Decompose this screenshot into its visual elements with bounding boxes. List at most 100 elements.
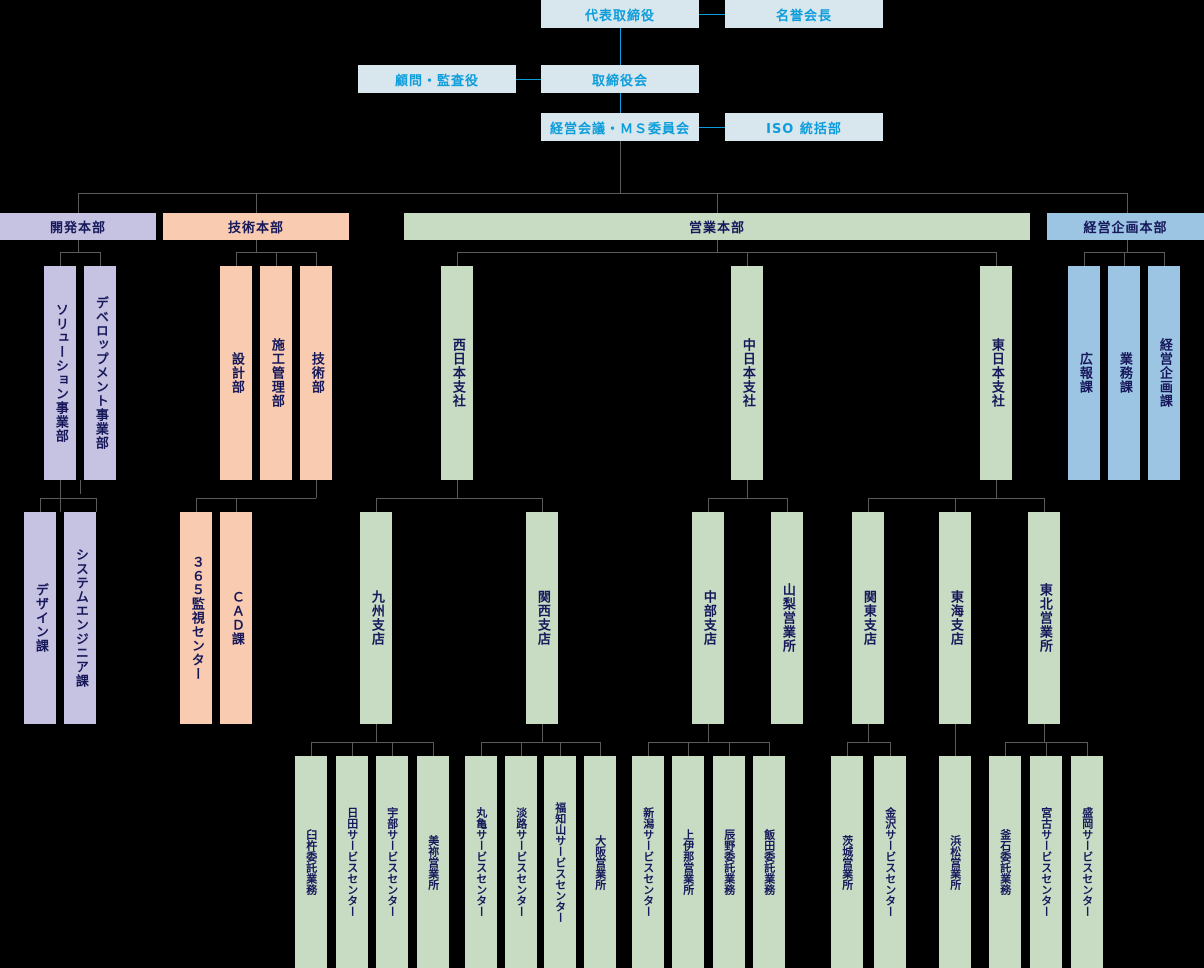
unit-kyushu-branch[interactable]: 九州支店 xyxy=(360,512,392,724)
connector-dev-r3-bus xyxy=(40,498,96,499)
connector-chubu-down xyxy=(708,724,709,742)
office-osaka[interactable]: 大阪営業所 xyxy=(584,756,616,968)
connector-tech-down xyxy=(256,240,257,252)
office-usuki[interactable]: 臼杵委託業務 xyxy=(295,756,327,968)
unit-yamanashi-office[interactable]: 山梨営業所 xyxy=(771,512,803,724)
connector-central-drop-chubu xyxy=(708,498,709,512)
office-kamiina[interactable]: 上伊那営業所 xyxy=(672,756,704,968)
connector-dev-bus xyxy=(60,252,100,253)
connector-tech-drop-0 xyxy=(236,252,237,266)
unit-west-japan-branch[interactable]: 西日本支社 xyxy=(441,266,473,480)
office-fukuchiyama[interactable]: 福知山サービスセンター xyxy=(544,756,576,968)
connector-kansai-bus xyxy=(481,742,600,743)
connector-kansai-down xyxy=(542,724,543,742)
office-kanazawa[interactable]: 金沢サービスセンター xyxy=(874,756,906,968)
office-kamaishi[interactable]: 釜石委託業務 xyxy=(989,756,1021,968)
connector-kyushu-drop-0 xyxy=(311,742,312,756)
connector-dev-drop-1 xyxy=(100,252,101,266)
connector-planning-drop-2 xyxy=(1164,252,1165,266)
division-header-sales[interactable]: 営業本部 xyxy=(404,213,1030,240)
connector-sales-down xyxy=(717,240,718,252)
connector-tech-r3-bus xyxy=(196,498,316,499)
unit-kansai-branch[interactable]: 関西支店 xyxy=(526,512,558,724)
connector-west-drop-kyushu xyxy=(376,498,377,512)
connector-drop-planning xyxy=(1127,193,1128,213)
connector-dev-r3-drop-1 xyxy=(40,498,41,512)
exec-box-ceo[interactable]: 代表取締役 xyxy=(541,0,699,28)
connector-kansai-drop-3 xyxy=(600,742,601,756)
connector-east-drop-kanto xyxy=(868,498,869,512)
connector-east-drop-tokai xyxy=(955,498,956,512)
unit-kanto-branch[interactable]: 関東支店 xyxy=(852,512,884,724)
connector-central-drop-yamanashi xyxy=(787,498,788,512)
unit-management-planning-section[interactable]: 経営企画課 xyxy=(1148,266,1180,480)
exec-box-iso[interactable]: ISO 統括部 xyxy=(725,113,883,141)
connector-kyushu-down xyxy=(376,724,377,742)
connector-planning-drop-1 xyxy=(1124,252,1125,266)
connector-sales-drop-central xyxy=(747,252,748,266)
connector-chubu-bus xyxy=(648,742,769,743)
connector-drop-development xyxy=(78,193,79,213)
office-hamamatsu[interactable]: 浜松営業所 xyxy=(939,756,971,968)
unit-cad-section[interactable]: ＣＡＤ課 xyxy=(220,512,252,724)
connector-dev-down xyxy=(78,240,79,252)
exec-box-advisor-auditor[interactable]: 顧問・監査役 xyxy=(358,65,516,93)
connector-dev-r3-drop-2 xyxy=(96,498,97,512)
office-morioka[interactable]: 盛岡サービスセンター xyxy=(1071,756,1103,968)
connector-tohoku-down xyxy=(1044,724,1045,742)
office-hita[interactable]: 日田サービスセンター xyxy=(336,756,368,968)
connector-drop-sales xyxy=(717,193,718,213)
unit-design-section[interactable]: デザイン課 xyxy=(24,512,56,724)
connector-chubu-drop-0 xyxy=(648,742,649,756)
office-niigata[interactable]: 新潟サービスセンター xyxy=(632,756,664,968)
office-ube[interactable]: 宇部サービスセンター xyxy=(376,756,408,968)
connector-tokai-down xyxy=(955,724,956,756)
connector-tech-r3-drop-1 xyxy=(236,498,237,512)
office-miyako[interactable]: 宮古サービスセンター xyxy=(1030,756,1062,968)
connector-planning-drop-0 xyxy=(1084,252,1085,266)
connector-kansai-drop-0 xyxy=(481,742,482,756)
connector-ceo-board xyxy=(620,28,621,65)
unit-technology-department[interactable]: 技術部 xyxy=(300,266,332,480)
unit-central-japan-branch[interactable]: 中日本支社 xyxy=(731,266,763,480)
exec-box-board[interactable]: 取締役会 xyxy=(541,65,699,93)
connector-planning-down xyxy=(1127,240,1128,252)
connector-tohoku-drop-2 xyxy=(1087,742,1088,756)
unit-development-business[interactable]: デベロップメント事業部 xyxy=(84,266,116,480)
unit-pr-section[interactable]: 広報課 xyxy=(1068,266,1100,480)
connector-kanto-bus xyxy=(847,742,890,743)
unit-construction-management-department[interactable]: 施工管理部 xyxy=(260,266,292,480)
connector-chubu-drop-1 xyxy=(688,742,689,756)
connector-dev-r3-drop-0 xyxy=(60,480,61,512)
exec-box-management-meeting[interactable]: 経営会議・ＭＳ委員会 xyxy=(541,113,699,141)
unit-tokai-branch[interactable]: 東海支店 xyxy=(939,512,971,724)
unit-system-engineer-section[interactable]: システムエンジニア課 xyxy=(64,512,96,724)
unit-east-japan-branch[interactable]: 東日本支社 xyxy=(980,266,1012,480)
connector-west-down xyxy=(457,480,458,498)
office-marugame[interactable]: 丸亀サービスセンター xyxy=(465,756,497,968)
unit-solution-business[interactable]: ソリューション事業部 xyxy=(44,266,76,480)
connector-board-meeting xyxy=(620,93,621,113)
connector-chubu-drop-2 xyxy=(729,742,730,756)
unit-chubu-branch[interactable]: 中部支店 xyxy=(692,512,724,724)
unit-design-department[interactable]: 設計部 xyxy=(220,266,252,480)
division-header-technology[interactable]: 技術本部 xyxy=(163,213,349,240)
division-header-development[interactable]: 開発本部 xyxy=(0,213,156,240)
unit-operations-section[interactable]: 業務課 xyxy=(1108,266,1140,480)
connector-dev-drop-0 xyxy=(60,252,61,266)
connector-tech-drop-2 xyxy=(316,252,317,266)
office-awaji[interactable]: 淡路サービスセンター xyxy=(505,756,537,968)
office-iida[interactable]: 飯田委託業務 xyxy=(753,756,785,968)
connector-tech-r3-drop-0 xyxy=(196,498,197,512)
connector-tech-drop-1 xyxy=(276,252,277,266)
exec-box-honorary-chairman[interactable]: 名誉会長 xyxy=(725,0,883,28)
unit-365-monitoring-center[interactable]: ３６５監視センター xyxy=(180,512,212,724)
office-tatsuno[interactable]: 辰野委託業務 xyxy=(713,756,745,968)
connector-sales-bus xyxy=(457,252,996,253)
office-ibaraki[interactable]: 茨城営業所 xyxy=(831,756,863,968)
division-header-planning[interactable]: 経営企画本部 xyxy=(1047,213,1204,240)
office-mine[interactable]: 美祢営業所 xyxy=(417,756,449,968)
connector-central-down xyxy=(747,480,748,498)
unit-tohoku-office[interactable]: 東北営業所 xyxy=(1028,512,1060,724)
connector-meeting-iso xyxy=(699,127,725,128)
